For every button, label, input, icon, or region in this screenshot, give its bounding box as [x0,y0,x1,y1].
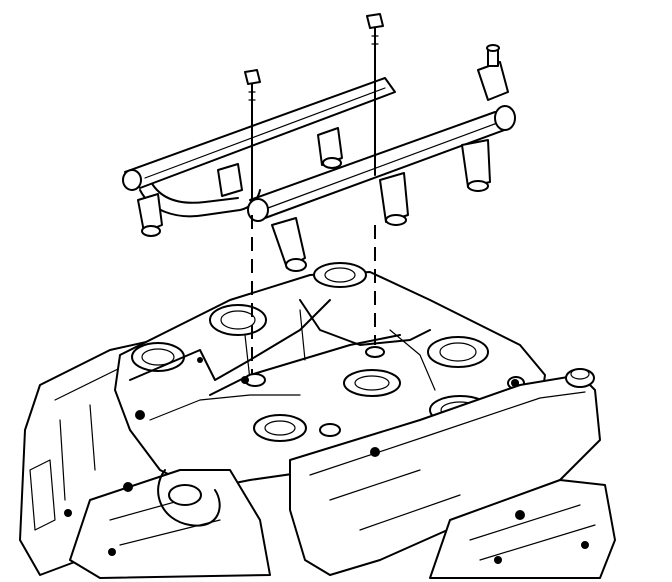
fuel-rail-bolt-right [366,13,384,176]
fuel-injector-left-2 [217,163,243,197]
fuel-injector-right-3 [461,139,491,192]
engine-assembly [19,262,616,579]
fuel-injector-left-3 [317,127,343,169]
fuel-rail-bolt-left [244,69,261,201]
fuel-rail-assembly [122,13,516,375]
fuel-pressure-regulator [477,44,516,131]
cylinder-head-left [69,469,271,579]
fuel-injector-right-1 [271,217,307,272]
fuel-injector-left-1 [137,193,163,237]
cylinder-head-right [429,479,616,579]
manifold-bolts [135,357,519,457]
fuel-injector-right-2 [379,172,409,226]
